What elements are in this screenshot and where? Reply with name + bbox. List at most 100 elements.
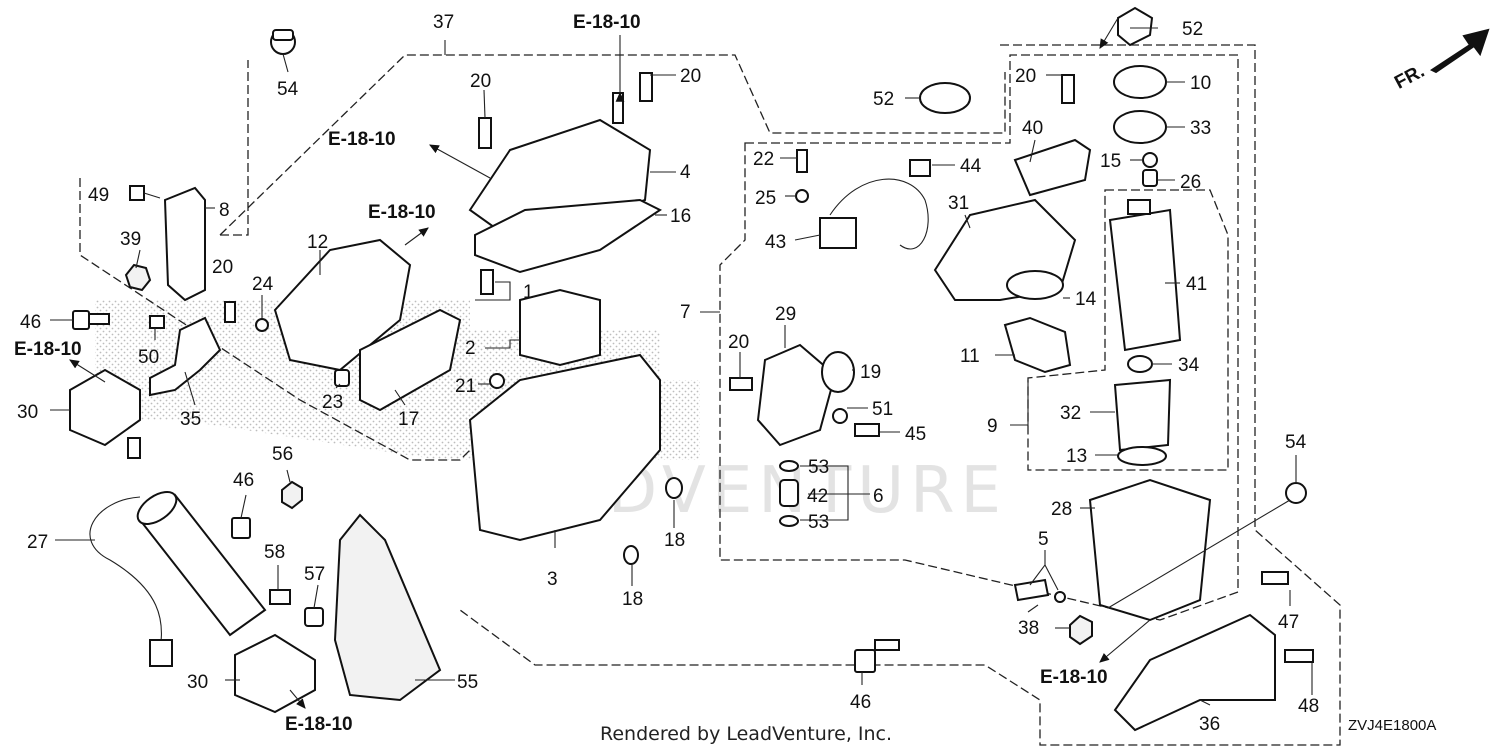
ref-label-top: E-18-10 xyxy=(573,12,641,33)
part-23-collar xyxy=(334,369,350,387)
part-21-bolt xyxy=(489,373,505,389)
part-5-washer xyxy=(1054,591,1066,603)
callout-38: 38 xyxy=(1018,618,1039,639)
footer-credit: Rendered by LeadVenture, Inc. xyxy=(600,723,892,745)
assembly-boundary-7 xyxy=(719,54,1239,621)
callout-14: 14 xyxy=(1075,289,1097,310)
callout-13: 13 xyxy=(1066,446,1087,467)
part-40-bracket xyxy=(1013,138,1092,197)
callout-58: 58 xyxy=(264,542,285,563)
part-52-clamp-top xyxy=(1117,6,1154,47)
part-44-connector xyxy=(909,159,931,177)
part-58-bolt xyxy=(269,589,291,605)
callout-36: 36 xyxy=(1199,714,1220,735)
part-51-washer xyxy=(832,408,848,424)
callout-26: 26 xyxy=(1180,172,1201,193)
part-39-nut xyxy=(124,263,152,292)
part-43-connector xyxy=(819,217,857,249)
callout-6: 6 xyxy=(873,486,884,507)
part-46-bolt-right-shank xyxy=(874,639,900,651)
callout-53-upper: 53 xyxy=(808,457,829,478)
diagram-code: ZVJ4E1800A xyxy=(1348,717,1436,734)
part-20-bolt-top-left xyxy=(478,117,492,149)
callout-34: 34 xyxy=(1178,355,1200,376)
callout-47: 47 xyxy=(1278,612,1299,633)
callout-11: 11 xyxy=(960,346,980,367)
callout-50: 50 xyxy=(138,347,159,368)
callout-18-upper: 18 xyxy=(664,530,685,551)
part-19-oring xyxy=(821,351,855,393)
callout-30-lower: 30 xyxy=(187,672,208,693)
callout-20-right: 20 xyxy=(1015,66,1036,87)
part-36-bracket xyxy=(1113,613,1276,732)
callout-49: 49 xyxy=(88,185,109,206)
ref-label-mid-left: E-18-10 xyxy=(368,202,436,223)
callout-16: 16 xyxy=(670,206,691,227)
part-55-bracket xyxy=(333,513,442,702)
part-13-oring xyxy=(1117,446,1167,466)
part-49-bolt xyxy=(129,185,161,201)
reference-arrows xyxy=(69,17,1291,709)
part-46-bolt-center-left xyxy=(231,517,251,539)
leader-lines xyxy=(50,27,1313,706)
part-41-terminal xyxy=(1127,199,1151,215)
callout-41: 41 xyxy=(1186,274,1207,295)
part-41-pump xyxy=(1108,208,1182,352)
part-50-bolt xyxy=(149,315,165,329)
callout-37: 37 xyxy=(433,12,454,33)
callout-48: 48 xyxy=(1298,696,1319,717)
part-18-oring-lower xyxy=(623,545,639,565)
part-20-bolt-top-right xyxy=(639,72,653,102)
callout-15: 15 xyxy=(1100,151,1121,172)
part-27-fuel-pump xyxy=(89,437,267,667)
part-34-oring xyxy=(1127,355,1153,373)
callouts: 1 2 3 4 5 6 7 8 9 10 11 12 13 14 15 16 1… xyxy=(17,12,1319,735)
part-38-nut xyxy=(1069,614,1093,646)
part-15-washer xyxy=(1142,152,1158,168)
part-30-cap-upper xyxy=(69,368,141,447)
ref-label-bottom-right: E-18-10 xyxy=(1040,667,1108,688)
part-5-screw xyxy=(1013,578,1050,602)
ref-label-upper-left: E-18-10 xyxy=(328,129,396,150)
callout-27: 27 xyxy=(27,532,48,553)
part-17-gasket xyxy=(359,308,462,412)
callout-23: 23 xyxy=(322,392,343,413)
callout-25: 25 xyxy=(755,188,776,209)
callout-1: 1 xyxy=(523,282,534,303)
part-56-nut xyxy=(281,480,303,510)
callout-46-left: 46 xyxy=(20,312,41,333)
part-26-collar xyxy=(1142,169,1158,187)
callout-10: 10 xyxy=(1190,73,1211,94)
callout-33: 33 xyxy=(1190,118,1211,139)
assembly-boundary-left-lower xyxy=(79,178,471,461)
part-32-strainer xyxy=(1113,378,1172,452)
part-1-clip xyxy=(480,269,494,295)
part-35-sensor xyxy=(149,316,222,397)
callout-32: 32 xyxy=(1060,403,1081,424)
callout-28: 28 xyxy=(1051,499,1072,520)
part-45-bolt xyxy=(854,423,880,437)
part-3-chamber xyxy=(468,353,661,542)
part-46-bolt-right xyxy=(854,649,876,673)
callout-52-left: 52 xyxy=(873,89,894,110)
assembly-boundary-left xyxy=(220,60,249,236)
callout-5: 5 xyxy=(1038,529,1049,550)
callout-20-top-right: 20 xyxy=(680,66,701,87)
part-20-bolt-mid xyxy=(729,377,753,391)
callout-54-right: 54 xyxy=(1285,432,1307,453)
callout-18-lower: 18 xyxy=(622,589,643,610)
part-29-valve xyxy=(756,343,837,447)
callout-57: 57 xyxy=(304,564,325,585)
part-12-plate xyxy=(273,238,412,372)
callout-22: 22 xyxy=(753,149,774,170)
reference-labels: E-18-10 E-18-10 E-18-10 E-18-10 E-18-10 … xyxy=(14,12,1108,735)
part-11-holder xyxy=(1003,316,1072,374)
callout-31: 31 xyxy=(948,193,969,214)
callout-29: 29 xyxy=(775,304,796,325)
part-22-bolt xyxy=(796,149,808,173)
callout-40: 40 xyxy=(1022,118,1043,139)
part-53-oring-upper xyxy=(779,460,799,472)
callout-17: 17 xyxy=(398,409,419,430)
callout-53-lower: 53 xyxy=(808,512,829,533)
